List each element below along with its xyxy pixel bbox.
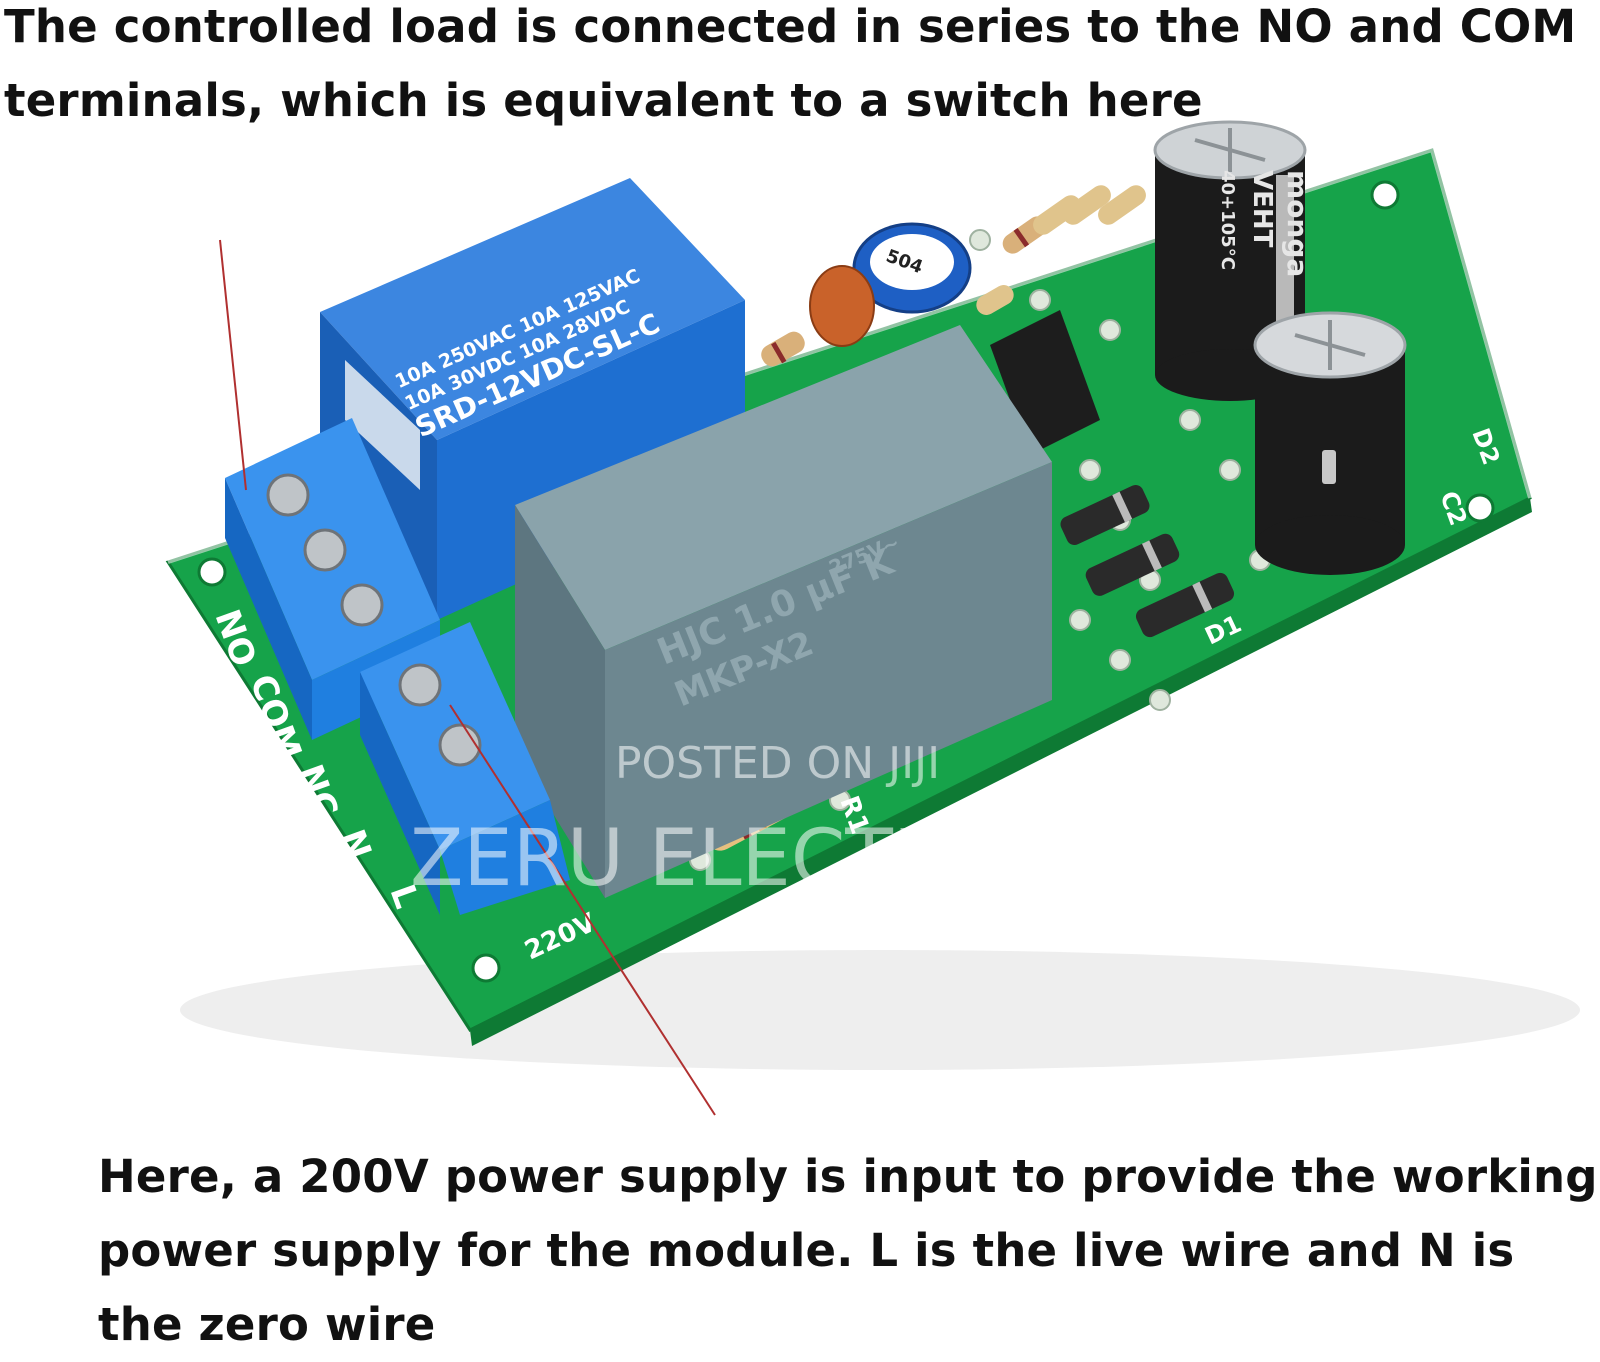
- screw-n[interactable]: [398, 663, 442, 707]
- resistor: [1033, 195, 1081, 235]
- screw-l[interactable]: [438, 723, 482, 767]
- bottom-caption: Here, a 200V power supply is input to pr…: [98, 1150, 1598, 1351]
- cap-temp: 40+105°C: [1217, 170, 1238, 270]
- annotation-line-top: [219, 239, 247, 491]
- relay-top: [320, 178, 745, 440]
- resistor: [1063, 185, 1111, 225]
- potentiometer-dial: [870, 234, 954, 290]
- film-capacitor-front: [605, 462, 1052, 898]
- power-terminal-front: [440, 800, 570, 915]
- top-caption: The controlled load is connected in seri…: [4, 0, 1577, 127]
- mount-hole: [197, 557, 227, 587]
- annotation-line-bottom: [449, 704, 716, 1116]
- resistor: [1098, 185, 1146, 225]
- ceramic-capacitor: [809, 265, 875, 347]
- cap-series: VEHT: [1247, 170, 1277, 248]
- pcb-edge: [470, 498, 1532, 1046]
- terminal-screws: [266, 473, 384, 627]
- electrolytic-capacitor-c2: [1253, 311, 1407, 575]
- mount-hole: [1370, 180, 1400, 210]
- resistor: [976, 285, 1014, 316]
- power-terminal-side: [360, 672, 440, 915]
- electrolytic-markings: monga VEHT 40+105°C: [1217, 170, 1314, 277]
- mount-hole: [1465, 493, 1495, 523]
- screw-no[interactable]: [266, 473, 310, 517]
- relay-label-patch: [345, 360, 420, 490]
- watermark-brand: ZERU ELECTRONICS: [410, 814, 1194, 904]
- screw-nc[interactable]: [340, 583, 384, 627]
- watermark-posted: POSTED ON JIJI: [615, 738, 940, 789]
- board-shadow: [180, 950, 1580, 1070]
- film-capacitor-top: [515, 325, 1052, 650]
- power-terminal-screws: [398, 663, 482, 767]
- screw-com[interactable]: [303, 528, 347, 572]
- diode: [1085, 533, 1180, 596]
- terminal-block-side: [225, 478, 312, 740]
- relay-front: [437, 300, 745, 620]
- diode-d1: [1135, 572, 1235, 638]
- mount-hole: [471, 953, 501, 983]
- resistor: [761, 331, 805, 367]
- film-capacitor-side: [515, 505, 605, 898]
- cap-brand: monga: [1281, 170, 1314, 277]
- diode: [1060, 485, 1150, 545]
